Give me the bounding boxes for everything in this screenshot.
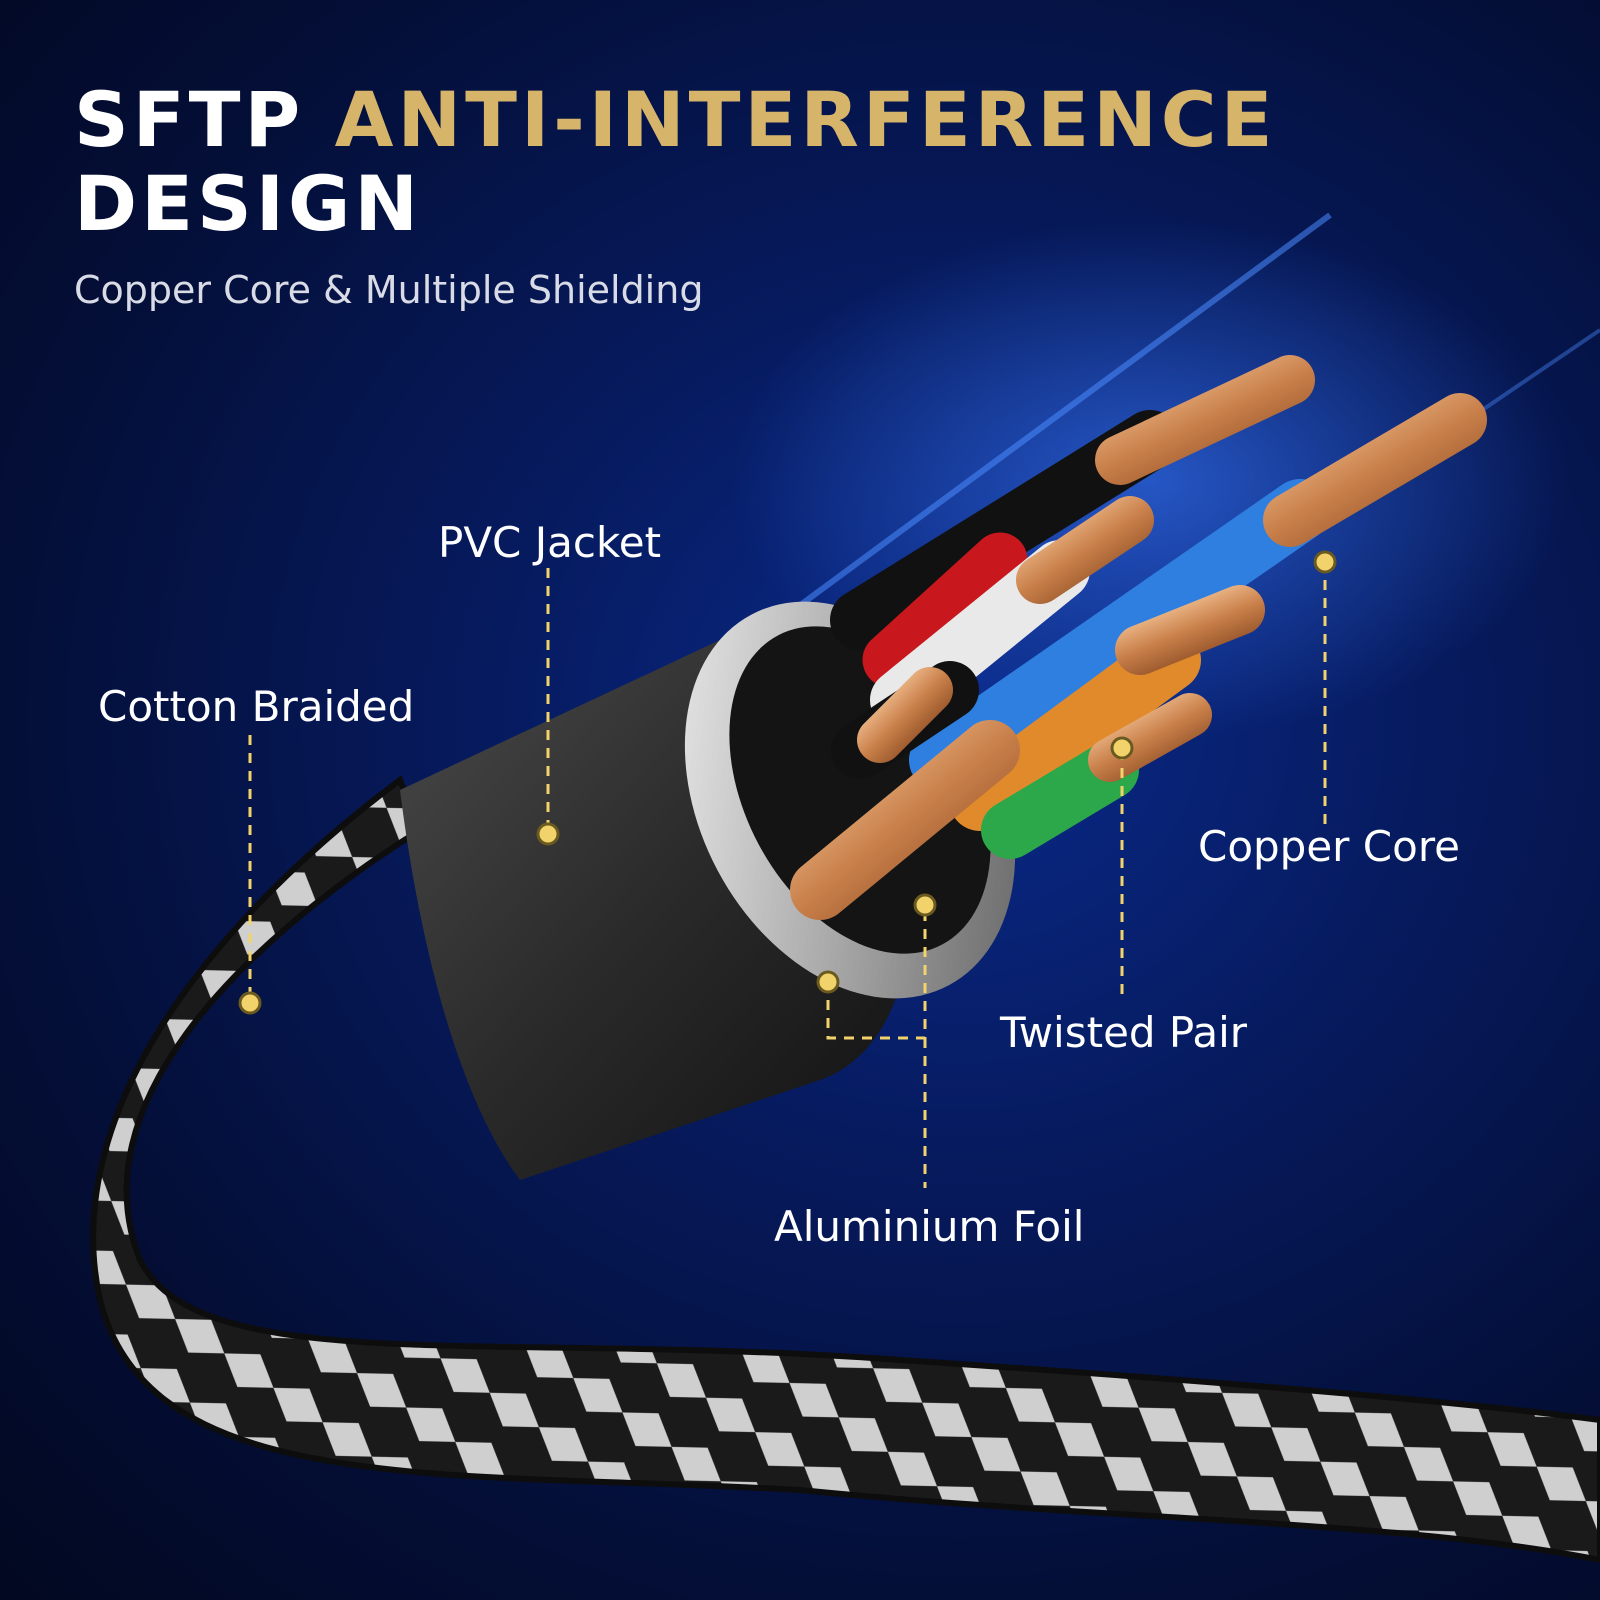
- label-copper-core: Copper Core: [1198, 822, 1461, 871]
- callout-dot-foil-a: [816, 970, 840, 994]
- label-cotton-braided: Cotton Braided: [98, 682, 415, 731]
- page-title: SFTP ANTI-INTERFERENCE DESIGN: [74, 78, 1474, 246]
- title-line2: DESIGN: [74, 159, 423, 248]
- callout-dot-twisted: [1110, 736, 1134, 760]
- light-streak: [778, 212, 1332, 623]
- callout-lines: [248, 562, 1327, 1188]
- callout-dot-foil-b: [913, 893, 937, 917]
- braided-cable-body: [90, 775, 1600, 1564]
- callout-dot-cotton: [238, 991, 262, 1015]
- callout-dot-copper: [1313, 550, 1337, 574]
- callout-dot-pvc: [536, 822, 560, 846]
- copper-cores: [790, 355, 1487, 920]
- callout-dots: [238, 550, 1337, 1015]
- label-pvc-jacket: PVC Jacket: [438, 518, 662, 567]
- title-white: SFTP: [74, 75, 305, 164]
- subtitle: Copper Core & Multiple Shielding: [74, 268, 704, 312]
- title-gold: ANTI-INTERFERENCE: [334, 75, 1277, 164]
- label-twisted-pair: Twisted Pair: [1000, 1008, 1248, 1057]
- label-aluminium-foil: Aluminium Foil: [774, 1202, 1085, 1251]
